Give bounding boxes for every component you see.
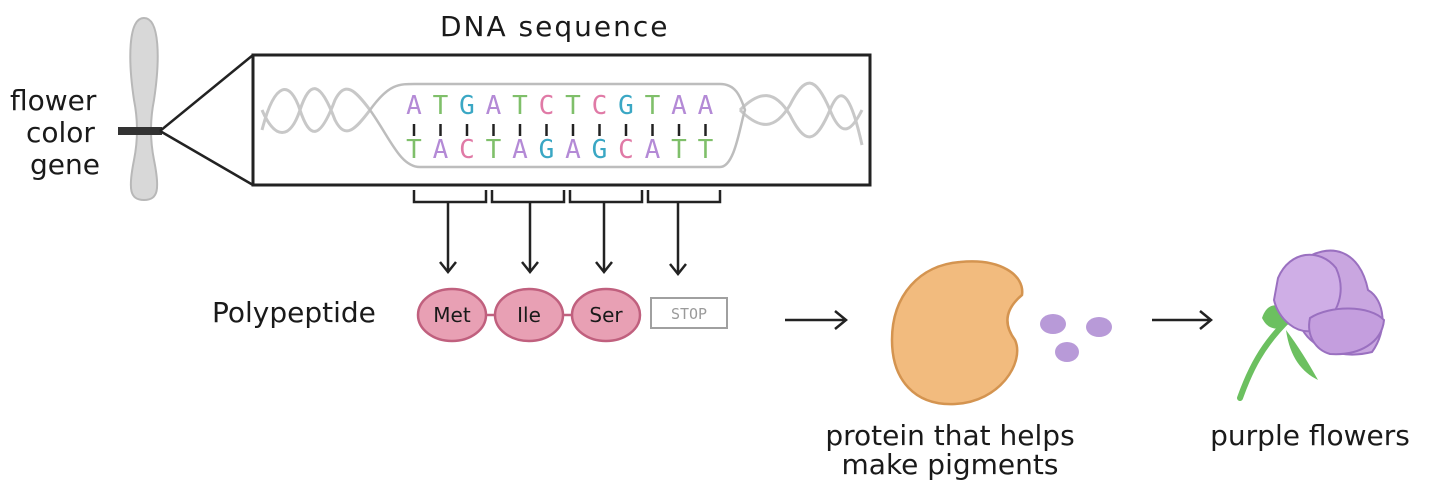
amino-acid-met-label: Met — [433, 303, 471, 327]
stop-codon-label: STOP — [671, 305, 707, 323]
pigment-molecule-1 — [1040, 314, 1066, 334]
arrowhead — [595, 261, 613, 275]
bottom-strand-base-2: A — [433, 135, 449, 165]
top-strand-base-6: C — [539, 91, 555, 121]
zoom-line-bottom — [159, 129, 254, 187]
amino-acid-ser — [570, 287, 642, 343]
bottom-strand-base-11: T — [671, 135, 687, 165]
gene-label-line-1: flower — [10, 84, 97, 117]
top-strand-base-4: A — [486, 91, 502, 121]
protein-label-line-1: protein that helps — [825, 419, 1074, 452]
top-strand-base-2: T — [433, 91, 449, 121]
codon-brackets — [412, 190, 722, 204]
amino-acid-ile — [493, 287, 565, 343]
bottom-strand-base-9: C — [618, 135, 634, 165]
pigment-molecule-3 — [1055, 342, 1079, 362]
codon-bracket-4 — [646, 190, 722, 204]
protein-blob — [890, 260, 1024, 406]
flower-petal-lower — [1308, 307, 1386, 356]
chromosome — [129, 16, 159, 202]
helix-left-strand-a — [260, 87, 372, 133]
pigment-molecule-2 — [1086, 317, 1112, 337]
bottom-strand-base-3: C — [459, 135, 475, 165]
arrowhead — [521, 261, 539, 275]
codon-bracket-2 — [490, 190, 566, 204]
top-strand-base-7: T — [565, 91, 581, 121]
gene-label-line-3: gene — [30, 148, 100, 181]
flower-stem — [1237, 315, 1293, 401]
top-strand-base-3: G — [459, 91, 475, 121]
dna-sequence-title: DNA sequence — [440, 10, 670, 43]
dna-base-pair-ticks — [412, 124, 707, 136]
amino-acid-ile-label: Ile — [517, 303, 541, 327]
amino-acid-ser-label: Ser — [589, 303, 623, 327]
helix-left-strand-b — [260, 87, 372, 134]
top-strand-base-8: C — [592, 91, 608, 121]
dna-bubble-outline — [368, 82, 747, 169]
bottom-strand-base-5: A — [512, 135, 528, 165]
bottom-strand-base-7: A — [565, 135, 581, 165]
top-strand-base-5: T — [512, 91, 528, 121]
arrow-to-flower — [1152, 310, 1213, 330]
bottom-strand-base-8: G — [592, 135, 608, 165]
arrowhead — [439, 261, 457, 275]
bottom-strand-base-1: T — [406, 135, 422, 165]
protein-label-line-2: make pigments — [842, 448, 1059, 481]
bottom-strand-base-12: T — [698, 135, 714, 165]
bottom-strand-base-6: G — [539, 135, 555, 165]
flower-leaf-2 — [1286, 330, 1318, 380]
top-strand-base-1: A — [406, 91, 422, 121]
dna-zoom-box — [251, 53, 872, 187]
top-strand-base-11: A — [671, 91, 687, 121]
codon-bracket-3 — [568, 190, 644, 204]
flowers-label: purple flowers — [1210, 419, 1410, 452]
bottom-strand-base-10: A — [645, 135, 661, 165]
top-strand-base-12: A — [698, 91, 714, 121]
top-strand-base-10: T — [645, 91, 661, 121]
stop-codon-box — [650, 297, 728, 329]
arrow-to-protein — [785, 310, 848, 330]
arrowhead — [1199, 310, 1213, 330]
bottom-strand-base-4: T — [486, 135, 502, 165]
top-strand-base-9: G — [618, 91, 634, 121]
amino-acid-met — [416, 287, 488, 343]
codon-bracket-1 — [412, 190, 488, 204]
polypeptide-label: Polypeptide — [212, 296, 376, 329]
codon-arrows — [439, 202, 687, 277]
helix-right-strand-b — [738, 81, 864, 131]
arrowhead — [669, 263, 687, 277]
gene-locus-band — [118, 127, 162, 135]
helix-right-strand-a — [738, 94, 864, 146]
arrowhead — [834, 310, 848, 330]
zoom-line-top — [159, 54, 254, 132]
gene-label-line-2: color — [26, 116, 95, 149]
